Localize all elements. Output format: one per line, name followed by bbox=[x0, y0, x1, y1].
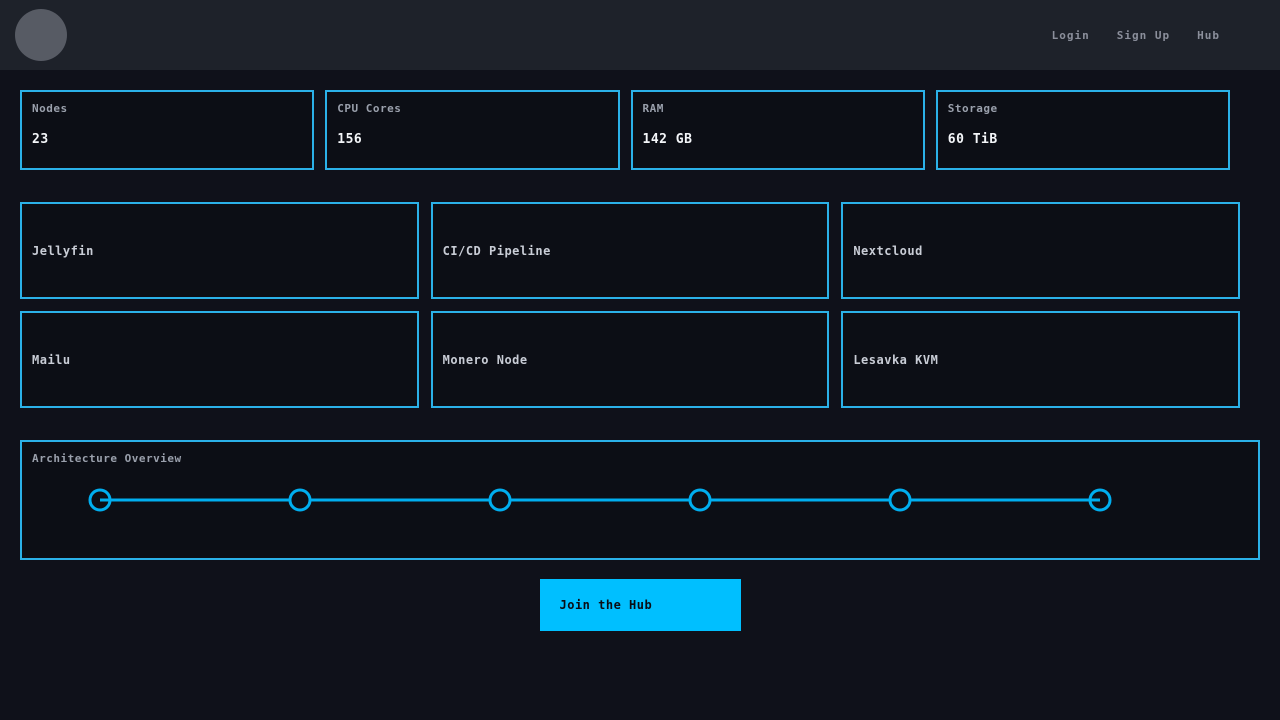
nav-link-login[interactable]: Login bbox=[1051, 28, 1090, 42]
stat-value: 23 bbox=[32, 132, 49, 147]
navbar: Login Sign Up Hub bbox=[0, 0, 1280, 70]
stats-grid: Nodes 23 CPU Cores 156 RAM 142 GB Storag… bbox=[20, 90, 1230, 170]
stat-card-storage: Storage 60 TiB bbox=[935, 90, 1230, 170]
stat-value: 156 bbox=[337, 132, 363, 147]
main-content: Nodes 23 CPU Cores 156 RAM 142 GB Storag… bbox=[0, 90, 1280, 631]
architecture-title: Architecture Overview bbox=[32, 452, 182, 465]
stat-card-nodes: Nodes 23 bbox=[20, 90, 315, 170]
avatar-logo[interactable] bbox=[15, 9, 67, 61]
service-card-monero-node[interactable]: Monero Node bbox=[430, 311, 830, 408]
nav-link-hub[interactable]: Hub bbox=[1197, 28, 1220, 42]
service-card-cicd-pipeline[interactable]: CI/CD Pipeline bbox=[430, 202, 830, 299]
service-name: Jellyfin bbox=[32, 243, 94, 258]
service-name: Nextcloud bbox=[853, 243, 923, 258]
nav-link-signup[interactable]: Sign Up bbox=[1116, 28, 1171, 42]
architecture-overview-panel: Architecture Overview bbox=[20, 440, 1260, 560]
service-name: CI/CD Pipeline bbox=[442, 243, 551, 258]
service-card-jellyfin[interactable]: Jellyfin bbox=[20, 202, 419, 299]
architecture-node-diagram bbox=[88, 488, 1112, 512]
architecture-node bbox=[288, 488, 312, 512]
join-hub-button[interactable]: Join the Hub bbox=[539, 579, 741, 631]
service-card-nextcloud[interactable]: Nextcloud bbox=[841, 202, 1240, 299]
nav-links: Login Sign Up Hub bbox=[1052, 29, 1220, 42]
architecture-node bbox=[688, 488, 712, 512]
architecture-node bbox=[488, 488, 512, 512]
service-card-lesavka-kvm[interactable]: Lesavka KVM bbox=[841, 311, 1240, 408]
stat-value: 142 GB bbox=[642, 132, 693, 147]
stat-value: 60 TiB bbox=[947, 132, 998, 147]
service-card-mailu[interactable]: Mailu bbox=[20, 311, 419, 408]
stat-label: RAM bbox=[642, 102, 664, 115]
stat-label: Storage bbox=[947, 102, 998, 115]
stat-label: CPU Cores bbox=[337, 102, 402, 115]
service-name: Mailu bbox=[32, 352, 71, 367]
service-name: Monero Node bbox=[442, 352, 528, 367]
services-grid: Jellyfin CI/CD Pipeline Nextcloud Mailu … bbox=[20, 202, 1240, 408]
stat-card-ram: RAM 142 GB bbox=[630, 90, 925, 170]
stat-card-cpu-cores: CPU Cores 156 bbox=[325, 90, 620, 170]
architecture-node bbox=[888, 488, 912, 512]
stat-label: Nodes bbox=[32, 102, 68, 115]
service-name: Lesavka KVM bbox=[853, 352, 939, 367]
